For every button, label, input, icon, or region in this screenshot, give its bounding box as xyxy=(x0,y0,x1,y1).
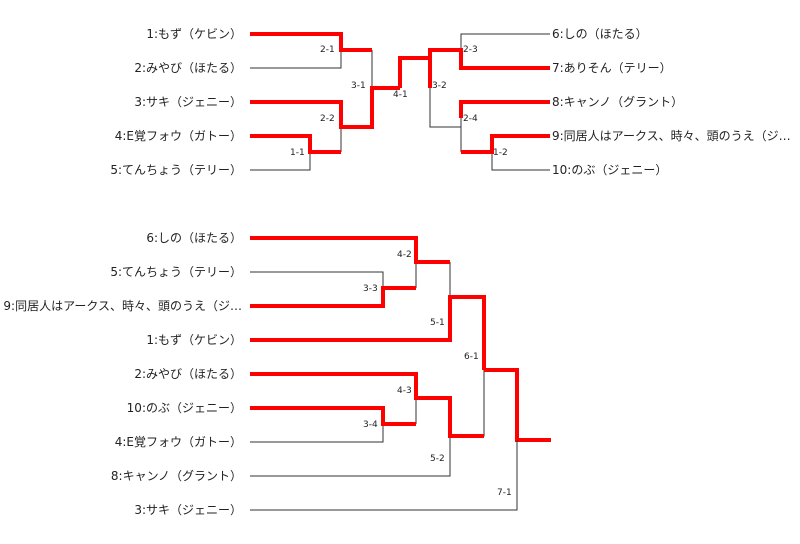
player-name[interactable]: 1:もず（ケビン） xyxy=(146,333,242,347)
player-name[interactable]: 8:キャンノ（グラント） xyxy=(552,95,684,109)
player-name[interactable]: 10:のぶ（ジェニー） xyxy=(552,163,668,177)
match-label[interactable]: 4-2 xyxy=(397,250,412,260)
match-label[interactable]: 4-3 xyxy=(397,386,412,396)
winner-path xyxy=(250,295,486,370)
bracket-line xyxy=(460,33,550,50)
match-label[interactable]: 3-3 xyxy=(363,284,378,294)
bracket-line xyxy=(450,370,485,437)
bracket-line xyxy=(250,440,518,511)
winner-path xyxy=(250,406,416,426)
winner-path xyxy=(339,86,400,129)
player-name[interactable]: 7:ありそん（テリー） xyxy=(552,61,672,75)
match-label[interactable]: 1-2 xyxy=(493,148,508,158)
bracket-line xyxy=(250,424,384,443)
match-label[interactable]: 2-4 xyxy=(463,114,478,124)
player-name[interactable]: 10:のぶ（ジェニー） xyxy=(126,401,242,415)
match-label[interactable]: 2-2 xyxy=(320,114,335,124)
player-name[interactable]: 1:もず（ケビン） xyxy=(146,27,242,41)
player-name[interactable]: 2:みやび（ほたる） xyxy=(134,367,242,381)
winner-path xyxy=(250,32,372,52)
match-label[interactable]: 2-1 xyxy=(320,45,335,55)
bracket-line xyxy=(250,50,342,69)
player-name[interactable]: 3:サキ（ジェニー） xyxy=(134,503,242,517)
match-label[interactable]: 5-2 xyxy=(430,454,445,464)
match-label[interactable]: 5-1 xyxy=(430,318,445,328)
player-name[interactable]: 9:同居人はアークス、時々、頭のうえ（ジ… xyxy=(3,299,242,313)
bracket-line xyxy=(250,152,311,171)
player-name[interactable]: 4:E覚フォウ（ガトー） xyxy=(114,129,242,143)
match-label[interactable]: 3-4 xyxy=(363,420,378,430)
winner-path xyxy=(250,100,343,118)
player-name[interactable]: 5:てんちょう（テリー） xyxy=(110,163,242,177)
bracket-line xyxy=(491,152,550,171)
winner-path xyxy=(250,236,450,264)
match-label[interactable]: 6-1 xyxy=(464,352,479,362)
match-label[interactable]: 7-1 xyxy=(497,488,512,498)
player-name[interactable]: 6:しの（ほたる） xyxy=(552,27,648,41)
winner-path xyxy=(461,134,550,154)
winner-path xyxy=(398,56,432,88)
player-name[interactable]: 6:しの（ほたる） xyxy=(146,231,242,245)
player-name[interactable]: 8:キャンノ（グラント） xyxy=(110,469,242,483)
winner-path xyxy=(459,100,550,118)
winner-path xyxy=(250,286,416,308)
match-label[interactable]: 3-2 xyxy=(432,81,447,91)
player-name[interactable]: 9:同居人はアークス、時々、頭のうえ（ジ… xyxy=(552,129,791,143)
winner-path xyxy=(428,48,550,88)
match-label[interactable]: 2-3 xyxy=(463,45,478,55)
player-name[interactable]: 3:サキ（ジェニー） xyxy=(134,95,242,109)
player-name[interactable]: 5:てんちょう（テリー） xyxy=(110,265,242,279)
winner-path xyxy=(250,372,484,438)
match-label[interactable]: 3-1 xyxy=(351,81,366,91)
player-name[interactable]: 2:みやび（ほたる） xyxy=(134,61,242,75)
player-name[interactable]: 4:E覚フォウ（ガトー） xyxy=(114,435,242,449)
match-label[interactable]: 1-1 xyxy=(290,148,305,158)
bracket-line xyxy=(429,88,461,128)
bracket-line xyxy=(250,271,384,288)
winner-path xyxy=(250,134,341,154)
match-label[interactable]: 4-1 xyxy=(393,90,408,100)
bracket-line xyxy=(250,436,451,477)
winner-path xyxy=(484,368,551,442)
